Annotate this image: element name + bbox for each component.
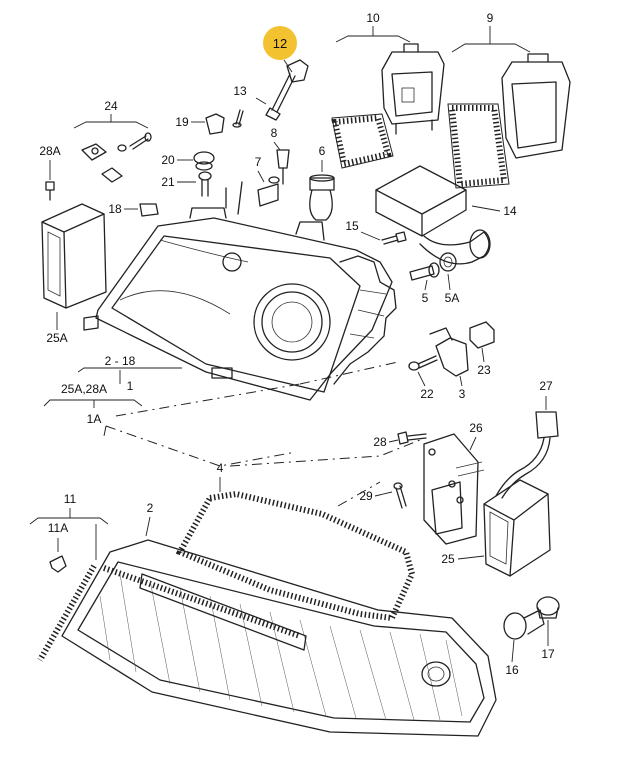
bracket-leader-10: [335, 26, 411, 43]
callout-label-2: 2: [147, 501, 154, 515]
part-18-clip: [139, 203, 159, 217]
bracket-leader-2-18: [77, 367, 182, 384]
assembly-line-upper: [103, 361, 399, 467]
part-24-clip-set: [81, 132, 152, 183]
bracket-leader-9: [451, 26, 531, 53]
part-23-connector: [469, 321, 495, 349]
assembly-line-lower: [229, 439, 421, 507]
part-19-clip: [205, 113, 225, 135]
part-16-bulb: [503, 609, 545, 640]
part-28A-screw: [45, 181, 55, 201]
part-8-small-bulb: [276, 149, 290, 185]
callout-label-23: 23: [477, 363, 491, 377]
callout-label-4: 4: [217, 461, 224, 475]
callout-label-29: 29: [359, 489, 373, 503]
callout-label-17: 17: [541, 647, 555, 661]
part-11A-clip: [49, 555, 67, 573]
bracket-leader-24: [73, 114, 149, 129]
callout-label-28: 28: [373, 435, 387, 449]
callout-label-5: 5: [422, 291, 429, 305]
callout-label-2-18: 2 - 18: [105, 354, 136, 368]
callout-label-24: 24: [104, 99, 118, 113]
part-5A-gear: [439, 252, 457, 272]
part-2-headlight-lens: [61, 539, 497, 737]
callout-label-22: 22: [420, 387, 434, 401]
callout-label-1: 1: [127, 379, 134, 393]
part-20-grommet: [193, 151, 215, 171]
part-28-screw: [397, 431, 427, 445]
callout-label-21: 21: [161, 175, 175, 189]
callout-label-18: 18: [108, 202, 122, 216]
bracket-leader-1A: [43, 399, 143, 408]
callout-label-14: 14: [503, 204, 517, 218]
bracket-leader-11: [29, 508, 109, 525]
part-7-bulb-socket: [257, 176, 280, 207]
callout-label-3: 3: [459, 387, 466, 401]
callout-label-15: 15: [345, 219, 359, 233]
part-25A-control-unit: [41, 203, 107, 309]
callout-label-28A: 28A: [39, 144, 60, 158]
callout-label-27: 27: [539, 379, 553, 393]
part-11-seal-strip: [37, 564, 301, 662]
part-22-screw: [408, 355, 438, 371]
part-26-mounting-bracket: [423, 433, 485, 545]
callout-label-19: 19: [175, 115, 189, 129]
headlight-housing-1A: [83, 181, 397, 401]
callout-label-1A: 1A: [87, 412, 102, 426]
callout-label-13: 13: [233, 84, 247, 98]
part-14-connector-module: [375, 165, 491, 265]
callout-highlight-circle: [263, 26, 297, 60]
callout-label-25: 25: [441, 552, 455, 566]
part-12-bulb-holder: [255, 59, 309, 121]
callout-label-9: 9: [487, 11, 494, 25]
callout-label-16: 16: [505, 663, 519, 677]
part-13-screw: [232, 109, 244, 128]
part-5-adjuster: [409, 262, 440, 281]
part-10-socket-assembly: [331, 43, 445, 169]
callout-label-25A-28A: 25A,28A: [61, 382, 107, 396]
callout-label-26: 26: [469, 421, 483, 435]
callout-label-12: 12: [273, 36, 287, 51]
callout-label-11A: 11A: [48, 521, 68, 535]
callout-label-7: 7: [255, 155, 262, 169]
callout-label-20: 20: [161, 153, 175, 167]
part-4-gasket-seal: [175, 490, 416, 622]
part-21-bolt: [198, 171, 212, 197]
part-15-screw: [381, 231, 407, 245]
callout-label-25A-left: 25A: [46, 331, 67, 345]
part-29-screw: [393, 482, 407, 509]
part-9-socket-assembly: [447, 53, 571, 189]
callout-12-highlighted[interactable]: 12: [263, 26, 297, 60]
callout-label-10: 10: [366, 11, 380, 25]
callout-label-8: 8: [271, 126, 278, 140]
callout-label-6: 6: [319, 144, 326, 158]
part-3-bracket: [429, 327, 469, 377]
part-6-main-bulb: [309, 174, 335, 221]
part-27-wire-harness: [495, 411, 559, 499]
part-25-control-unit: [483, 479, 551, 577]
callout-label-5A: 5A: [445, 291, 460, 305]
callout-label-11: 11: [64, 492, 77, 506]
part-17-bulb-socket: [536, 596, 560, 619]
